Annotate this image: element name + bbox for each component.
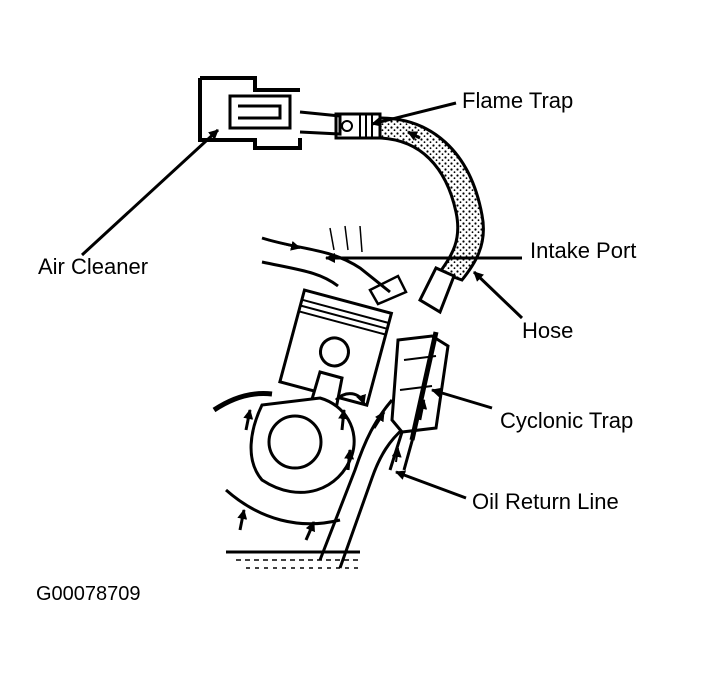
oil-return-leader (395, 470, 467, 500)
piston (278, 288, 394, 407)
oil-return-line (388, 431, 416, 471)
hose-leader (472, 270, 524, 320)
hose-label: Hose (522, 318, 574, 343)
flame-trap (334, 112, 382, 140)
cyclonic-trap-label: Cyclonic Trap (500, 408, 634, 433)
figure-code: G00078709 (36, 583, 141, 605)
air-cleaner-leader (80, 128, 220, 257)
oil-return-line-label: Oil Return Line (472, 489, 619, 514)
air-cleaner-housing (198, 76, 342, 150)
blowby-flow-arrows (237, 392, 386, 541)
cyclonic-trap-leader (431, 387, 493, 410)
hose (378, 116, 485, 282)
air-cleaner-label: Air Cleaner (38, 254, 149, 279)
cyclonic-trap (390, 266, 456, 441)
leader-lines (80, 101, 524, 500)
intake-port-label: Intake Port (530, 238, 637, 263)
crankcase-wall (212, 391, 405, 569)
intake-runner (261, 225, 408, 306)
flame-trap-label: Flame Trap (462, 88, 574, 113)
flame-trap-leader (371, 101, 457, 127)
